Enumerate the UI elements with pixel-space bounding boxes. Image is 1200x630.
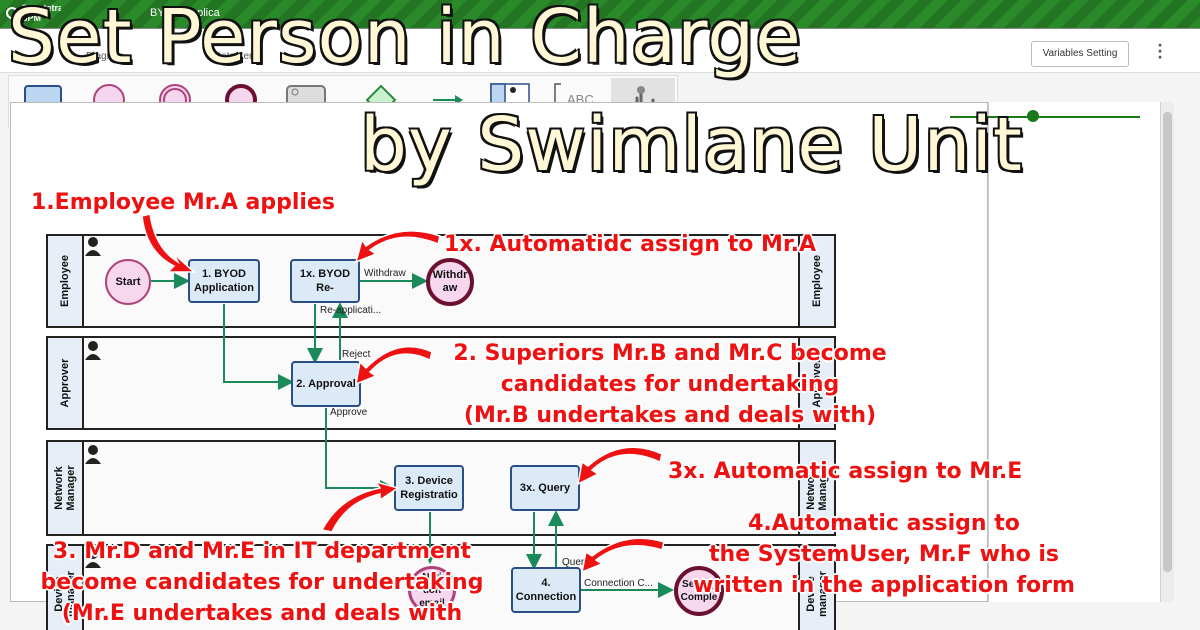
- note-step-2-line1: 2. Superiors Mr.B and Mr.C become: [453, 341, 887, 366]
- lane-header: Network Manager: [48, 442, 84, 534]
- person-icon: [85, 341, 101, 360]
- end-event-setting-complete[interactable]: Setting Comple: [674, 566, 724, 616]
- flow-label-reapplication: Re-applicati...: [320, 305, 382, 316]
- callout-arrow-3: [320, 480, 400, 533]
- note-step-3x: 3x. Automatic assign to Mr.E: [668, 459, 1023, 484]
- overlay-title-line1: Set Person in Charge: [7, 0, 802, 81]
- callout-arrow-4: [580, 537, 665, 574]
- note-step-1: 1.Employee Mr.A applies: [31, 190, 335, 215]
- overlay-title-line2: by Swimlane Unit: [359, 101, 1023, 189]
- note-step-2: 2. Superiors Mr.B and Mr.C become candid…: [430, 338, 910, 431]
- task-byod-reapplication[interactable]: 1x. BYOD Re-: [290, 259, 360, 303]
- note-step-3-line3: (Mr.E undertakes and deals with: [61, 601, 463, 626]
- task-byod-application[interactable]: 1. BYOD Application: [188, 259, 260, 303]
- flow-label-withdraw: Withdraw: [364, 268, 406, 279]
- callout-arrow-3x: [576, 446, 663, 486]
- zoom-slider-knob[interactable]: [1027, 110, 1039, 122]
- flow-apply-to-approval: [223, 304, 294, 390]
- person-icon: [85, 549, 101, 568]
- note-step-2-line2: candidates for undertaking: [500, 372, 840, 397]
- flow-label-connection-complete: Connection C...: [584, 578, 653, 589]
- task-approval[interactable]: 2. Approval: [291, 361, 361, 407]
- logo-text: Questetra BPM Suite: [21, 3, 61, 23]
- lane-header: Employee: [48, 236, 84, 326]
- tab-data-items[interactable]: Data Items: [214, 51, 263, 62]
- lane-header: Device manager: [48, 546, 84, 630]
- note-step-4-line2: the SystemUser, Mr.F who is: [709, 542, 1059, 567]
- flow-label-reject: Reject: [342, 349, 371, 360]
- app-title: BYOD Applica: [150, 7, 220, 19]
- task-query[interactable]: 3x. Query: [510, 465, 580, 511]
- flow-label-approve: Approve: [330, 407, 368, 418]
- flow-approve: [325, 408, 396, 496]
- zoom-slider-track[interactable]: [950, 116, 1140, 118]
- scrollbar-thumb[interactable]: [1163, 112, 1172, 572]
- task-connection[interactable]: 4. Connection: [511, 567, 581, 613]
- lane-header-right: Employee: [798, 236, 834, 326]
- start-event[interactable]: Start: [105, 259, 151, 305]
- note-step-3-line1: 3. Mr.D and Mr.E in IT department: [52, 539, 472, 564]
- note-step-4: 4.Automatic assign to the SystemUser, Mr…: [664, 508, 1104, 601]
- lane-header-right: Device manager: [798, 546, 834, 630]
- person-icon: [85, 445, 101, 464]
- lane-header-right: Approver: [798, 338, 834, 428]
- note-step-3: 3. Mr.D and Mr.E in IT department become…: [16, 536, 508, 629]
- note-step-4-line3: written in the application form: [693, 573, 1075, 598]
- callout-arrow-1x: [354, 230, 441, 264]
- logo-icon: [6, 7, 18, 19]
- notification-email-event[interactable]: Noti tion email: [408, 566, 456, 614]
- end-event-withdraw[interactable]: Withdr aw: [426, 258, 474, 306]
- tab-diagram[interactable]: Diagram: [86, 51, 124, 62]
- lane-network-manager[interactable]: Network Manager Network Manager: [46, 440, 836, 536]
- properties-panel: [988, 102, 1160, 602]
- callout-arrow-1: [141, 213, 196, 273]
- app-header-bar: Questetra BPM Suite BYOD Applica: [0, 0, 1200, 28]
- note-step-4-line1: 4.Automatic assign to: [748, 511, 1020, 536]
- note-step-3-line2: become candidates for undertaking: [40, 570, 484, 595]
- variables-setting-button[interactable]: Variables Setting: [1031, 41, 1129, 67]
- app-logo[interactable]: Questetra BPM Suite: [6, 3, 66, 25]
- flow-label-query: Query: [562, 557, 590, 568]
- lane-header-right: Network Manager: [798, 442, 834, 534]
- person-icon: [85, 237, 101, 256]
- lane-approver[interactable]: Approver Approver: [46, 336, 836, 430]
- callout-arrow-2: [355, 345, 433, 386]
- kebab-menu-icon[interactable]: ···: [1157, 38, 1163, 66]
- lane-header: Approver: [48, 338, 84, 428]
- editor-tabs: Diagram Data Items Variables Setting ···: [0, 29, 1200, 73]
- vertical-scrollbar[interactable]: [1160, 102, 1174, 602]
- note-step-1x: 1x. Automatidc assign to Mr.A: [444, 232, 817, 257]
- note-step-2-line3: (Mr.B undertakes and deals with): [463, 403, 877, 428]
